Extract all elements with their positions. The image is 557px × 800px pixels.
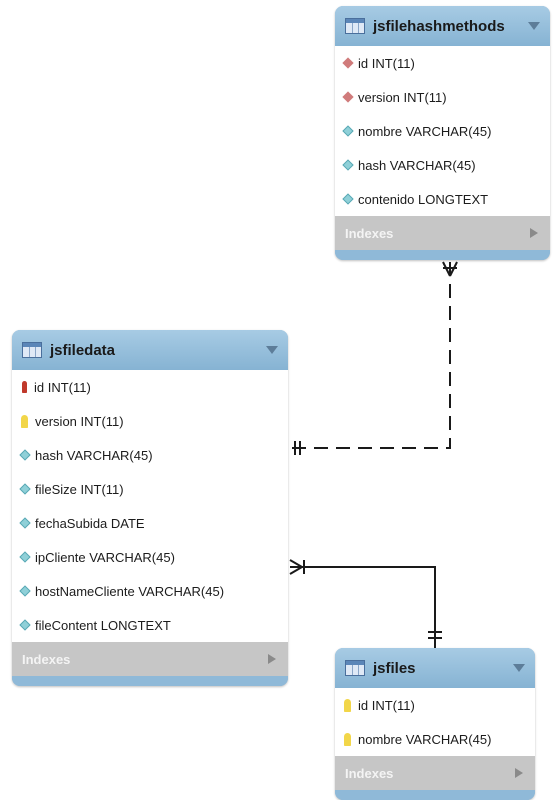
indexes-label: Indexes (345, 225, 394, 241)
collapse-arrow-icon[interactable] (528, 22, 540, 30)
column-icon (19, 517, 31, 529)
key-icon (344, 732, 351, 746)
indexes-section[interactable]: Indexes (335, 216, 550, 250)
table-jsfiles[interactable]: jsfiles id INT(11) nombre VARCHAR(45) In… (335, 648, 535, 800)
column-row[interactable]: ipCliente VARCHAR(45) (12, 540, 288, 574)
table-title: jsfilehashmethods (373, 17, 505, 35)
table-icon (345, 660, 365, 676)
table-header[interactable]: jsfiledata (12, 330, 288, 370)
one-marker-jsfiles (428, 631, 442, 639)
table-footer (335, 250, 550, 260)
table-title: jsfiles (373, 659, 416, 677)
indexes-label: Indexes (345, 765, 394, 781)
table-footer (335, 790, 535, 800)
table-header[interactable]: jsfilehashmethods (335, 6, 550, 46)
column-row[interactable]: id INT(11) (335, 46, 550, 80)
column-row[interactable]: id INT(11) (335, 688, 535, 722)
collapse-arrow-icon[interactable] (266, 346, 278, 354)
column-icon (342, 193, 354, 205)
column-icon (342, 125, 354, 137)
key-icon (21, 414, 28, 428)
primary-key-icon (22, 381, 27, 393)
relationship-line-jsfiles (290, 566, 436, 648)
column-row[interactable]: fechaSubida DATE (12, 506, 288, 540)
crowfoot-zero-many-marker (442, 261, 458, 277)
table-jsfilehashmethods[interactable]: jsfilehashmethods id INT(11) version INT… (335, 6, 550, 260)
key-icon (344, 698, 351, 712)
column-row[interactable]: hash VARCHAR(45) (335, 148, 550, 182)
column-row[interactable]: version INT(11) (335, 80, 550, 114)
indexes-section[interactable]: Indexes (12, 642, 288, 676)
expand-arrow-icon[interactable] (530, 228, 538, 238)
column-icon (19, 449, 31, 461)
expand-arrow-icon[interactable] (268, 654, 276, 664)
column-row[interactable]: fileSize INT(11) (12, 472, 288, 506)
column-row[interactable]: hash VARCHAR(45) (12, 438, 288, 472)
column-row[interactable]: hostNameCliente VARCHAR(45) (12, 574, 288, 608)
one-marker-jsfiledata-dashed (294, 441, 301, 455)
table-icon (345, 18, 365, 34)
table-icon (22, 342, 42, 358)
table-jsfiledata[interactable]: jsfiledata id INT(11) version INT(11) ha… (12, 330, 288, 686)
column-row[interactable]: nombre VARCHAR(45) (335, 722, 535, 756)
nonnull-column-icon (342, 57, 354, 69)
expand-arrow-icon[interactable] (515, 768, 523, 778)
column-icon (19, 585, 31, 597)
table-title: jsfiledata (50, 341, 116, 359)
indexes-section[interactable]: Indexes (335, 756, 535, 790)
column-icon (19, 551, 31, 563)
column-row[interactable]: fileContent LONGTEXT (12, 608, 288, 642)
column-icon (19, 483, 31, 495)
relationship-line-hashmethods (292, 258, 451, 449)
collapse-arrow-icon[interactable] (513, 664, 525, 672)
column-row[interactable]: version INT(11) (12, 404, 288, 438)
table-header[interactable]: jsfiles (335, 648, 535, 688)
nonnull-column-icon (342, 91, 354, 103)
column-icon (19, 619, 31, 631)
indexes-label: Indexes (22, 651, 71, 667)
column-row[interactable]: contenido LONGTEXT (335, 182, 550, 216)
crowfoot-one-many-marker (289, 559, 305, 575)
column-icon (342, 159, 354, 171)
column-row[interactable]: id INT(11) (12, 370, 288, 404)
column-row[interactable]: nombre VARCHAR(45) (335, 114, 550, 148)
table-footer (12, 676, 288, 686)
